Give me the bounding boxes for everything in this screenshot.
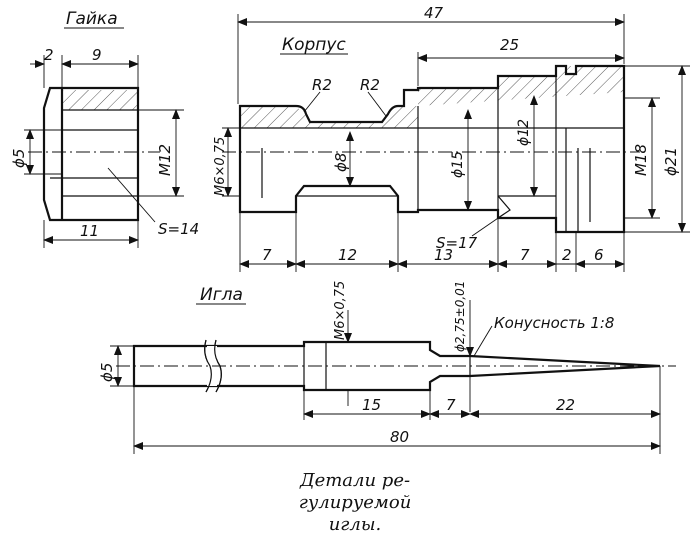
needle-title: Игла <box>200 285 243 305</box>
caption-line-2: гулируемой <box>298 492 412 513</box>
body-dia-8: ϕ8 <box>332 153 350 172</box>
needle-dim-15: 15 <box>362 396 381 414</box>
nut-dim-2: 2 <box>44 46 54 64</box>
needle-tip-dia: ϕ2,75±0,01 <box>453 281 467 352</box>
needle-taper: Конусность 1:8 <box>494 314 614 332</box>
body-outline <box>238 64 626 234</box>
caption: Детали ре- гулируемой иглы. <box>270 470 440 536</box>
body-dia-21: ϕ21 <box>662 147 680 176</box>
nut-dia-label: ϕ5 <box>10 149 28 168</box>
body-radius-2: R2 <box>360 76 380 94</box>
needle-drawing: Игла ϕ5 M6×0,75 ϕ2,75±0,01 Конусность 1:… <box>98 281 676 454</box>
body-wrench-label: S=17 <box>436 234 478 252</box>
body-dim-25: 25 <box>500 36 519 54</box>
body-radius-1: R2 <box>312 76 332 94</box>
body-thread-large: M18 <box>632 144 650 176</box>
body-dia-15: ϕ15 <box>450 151 466 178</box>
body-hex-chamfer <box>497 195 511 219</box>
nut-wrench-leader <box>107 167 156 223</box>
needle-thread: M6×0,75 <box>333 281 348 340</box>
body-seg-7b: 7 <box>520 246 530 264</box>
body-seg-13: 13 <box>434 246 453 264</box>
nut-section-hatch <box>62 90 138 110</box>
needle-dia-5: ϕ5 <box>98 363 116 382</box>
caption-line-1: Детали ре- <box>299 470 411 491</box>
needle-dim-22: 22 <box>556 396 575 414</box>
nut-thread-label: M12 <box>156 144 174 176</box>
needle-dim-7: 7 <box>446 396 456 414</box>
nut-title: Гайка <box>66 9 118 29</box>
caption-line-3: иглы. <box>328 514 382 535</box>
body-section-hatch <box>240 66 624 128</box>
body-dim-47: 47 <box>424 4 444 22</box>
nut-wrench-label: S=14 <box>158 220 199 238</box>
needle-outline <box>132 340 661 392</box>
body-dia-12: ϕ12 <box>516 119 532 146</box>
nut-dim-9: 9 <box>92 46 102 64</box>
body-seg-12: 12 <box>338 246 357 264</box>
body-seg-6: 6 <box>594 246 604 264</box>
body-title: Корпус <box>282 35 346 55</box>
needle-dim-80: 80 <box>390 428 409 446</box>
body-thread-small: M6×0,75 <box>213 137 228 196</box>
body-seg-2: 2 <box>562 246 572 264</box>
body-drawing: Корпус 47 25 R2 R2 <box>213 4 690 272</box>
nut-dim-11: 11 <box>80 222 99 240</box>
nut-drawing: Гайка 2 9 M12 ϕ5 S=14 <box>10 9 199 248</box>
body-seg-7a: 7 <box>262 246 272 264</box>
needle-taper-leader <box>473 325 493 357</box>
body-wrench-leader <box>471 213 505 237</box>
